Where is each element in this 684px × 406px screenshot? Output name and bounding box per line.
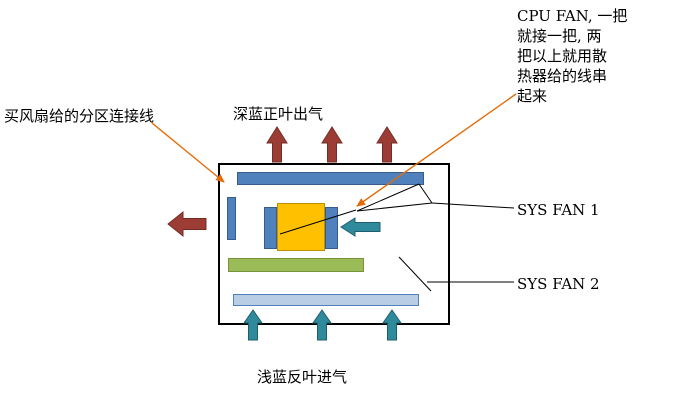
cpu-fan-note-line: CPU FAN, 一把: [517, 7, 628, 25]
exhaust-label: 深蓝正叶出气: [233, 105, 324, 123]
fan-splitter-label: 买风扇给的分区连接线: [4, 107, 155, 125]
exhaust-airflow-arrow-3: [376, 126, 398, 163]
cpu-heatsink-block: [277, 203, 325, 251]
cpu-cooler-left-bar: [264, 207, 277, 249]
cpu-fan-note-line: 热器给的线串: [517, 67, 608, 85]
cpu-fan-note: CPU FAN, 一把 就接一把, 两 把以上就用散 热器给的线串 起来: [517, 6, 627, 106]
cpu-fan-note-line: 把以上就用散: [517, 47, 608, 65]
side-exhaust-airflow-arrow: [167, 210, 207, 238]
exhaust-airflow-arrow-1: [266, 126, 288, 163]
callout-line-fan-splitter: [151, 122, 225, 183]
cpu-fan-note-line: 起来: [517, 87, 548, 105]
cpu-cooler-right-bar: [325, 207, 338, 249]
cpu-fan-note-line: 就接一把, 两: [517, 27, 602, 45]
fan-splitter-connector-bar: [227, 197, 236, 240]
sys-fan-1-label: SYS FAN 1: [517, 201, 600, 219]
intake-label: 浅蓝反叶进气: [257, 368, 348, 386]
sys-fan-2-label: SYS FAN 2: [517, 275, 600, 293]
sys-fan-1-exhaust-bar: [237, 172, 424, 185]
green-component-bar: [228, 258, 364, 272]
exhaust-airflow-arrow-2: [321, 126, 343, 163]
sys-fan-2-intake-bar: [233, 294, 419, 306]
